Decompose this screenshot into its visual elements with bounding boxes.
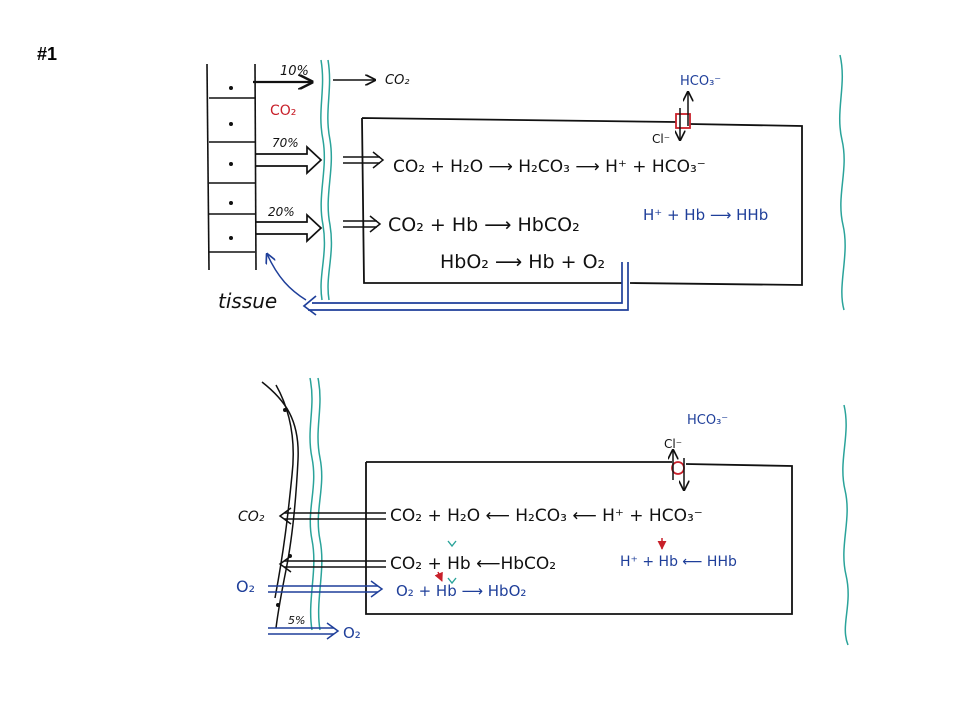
o2-entry-arrowhead [370, 580, 384, 598]
co2-exit-arrow-2-head [278, 555, 292, 573]
tissue-label: tissue [218, 289, 277, 313]
oxygen-to-tissue-arrow [267, 254, 307, 301]
pct-20-label: 20% [268, 205, 295, 219]
hco3-top-label: HCO₃⁻ [680, 74, 721, 89]
bottom-red-blood-cell-outline [365, 461, 793, 615]
pulmonary-capillary-wall [309, 377, 323, 631]
entry-arrow-2 [343, 220, 377, 228]
cl-top-label: Cl⁻ [652, 132, 670, 146]
alveolar-wall [261, 381, 299, 629]
o2-dissolved-arrowhead [326, 622, 340, 640]
red-blood-cell-outline [361, 117, 803, 286]
co2-out-label: CO₂ [385, 73, 410, 88]
bottom-equation-2-blue: H⁺ + Hb ⟵ HHb [620, 554, 737, 570]
top-equation-3: HbO₂ ⟶ Hb + O₂ [440, 251, 605, 273]
cell-nuclei [229, 86, 233, 240]
far-pulmonary-vessel-wall [842, 404, 849, 646]
entry-arrow-1 [343, 156, 380, 164]
pct-5-label: 5% [288, 614, 305, 627]
top-equation-2-blue: H⁺ + Hb ⟶ HHb [643, 206, 768, 224]
bottom-hco3-label: HCO₃⁻ [687, 413, 728, 428]
top-equation-1: CO₂ + H₂O ⟶ H₂CO₃ ⟶ H⁺ + HCO₃⁻ [393, 157, 706, 177]
anion-exchanger [675, 113, 691, 129]
pct-70-label: 70% [272, 136, 299, 150]
co2-left-label: CO₂ [238, 509, 265, 525]
oxygen-delivery-arrowhead [302, 295, 317, 316]
o2-bottom-label: O₂ [343, 624, 361, 642]
carbamino-route-arrow [256, 213, 323, 243]
bottom-equation-3: O₂ + Hb ⟶ HbO₂ [396, 582, 526, 600]
pct-10-label: 10% [280, 64, 309, 79]
bottom-panel: HCO₃⁻ Cl⁻ CO₂ O₂ 5% O₂ CO₂ + H₂O ⟵ H₂CO₃… [236, 377, 849, 646]
bicarbonate-route-arrow [256, 145, 323, 175]
top-panel: 10% CO₂ CO₂ 70% 20% HCO₃⁻ Cl⁻ CO₂ + H₂O … [206, 54, 846, 316]
co2-red-label: CO₂ [270, 103, 296, 119]
bottom-anion-exchanger [671, 461, 685, 475]
entry-arrow-1-head [372, 151, 385, 169]
entry-arrow-2-head [369, 215, 382, 233]
bottom-equation-1: CO₂ + H₂O ⟵ H₂CO₃ ⟵ H⁺ + HCO₃⁻ [390, 506, 703, 526]
bottom-cl-label: Cl⁻ [664, 437, 682, 451]
capillary-wall [320, 59, 333, 301]
co2-exit-arrow-2 [284, 560, 386, 568]
bottom-equation-2: CO₂ + Hb ⟵HbCO₂ [390, 554, 556, 574]
o2-dissolved-arrow [268, 627, 334, 635]
tissue-cells [206, 63, 257, 271]
binding-mark-red-2 [434, 571, 443, 582]
oxygen-delivery-path [308, 262, 629, 311]
binding-mark-teal-2 [447, 577, 457, 585]
o2-entry-arrow [268, 585, 378, 593]
binding-mark-teal [447, 540, 457, 548]
far-vessel-wall [839, 54, 846, 311]
slide-number: #1 [37, 44, 58, 64]
co2-exit-arrow-1 [284, 512, 386, 520]
co2-exit-arrow-1-head [278, 507, 292, 525]
o2-left-label: O₂ [236, 577, 255, 596]
top-equation-2: CO₂ + Hb ⟶ HbCO₂ [388, 214, 580, 236]
